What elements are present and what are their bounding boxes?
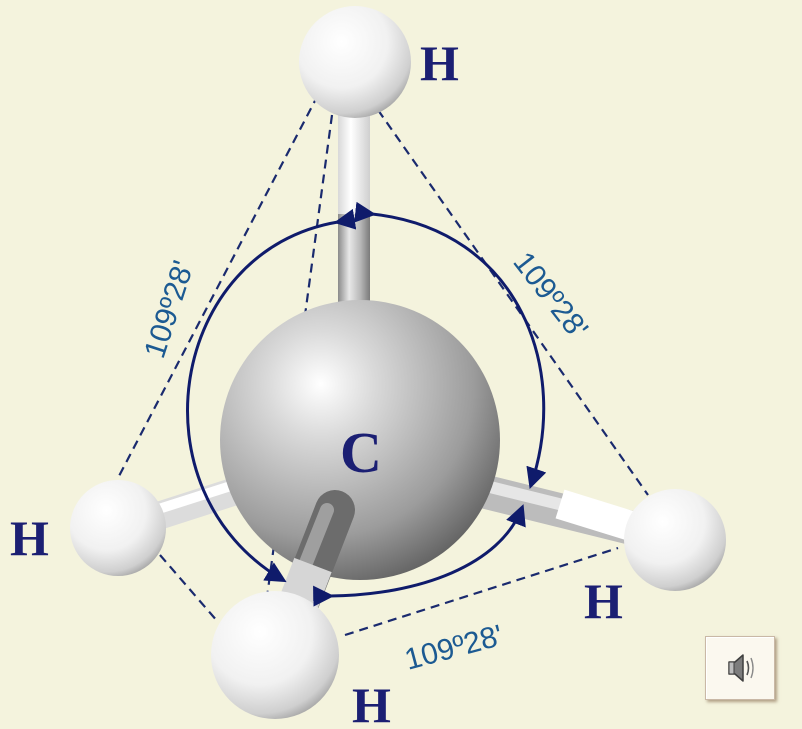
carbon-label: C xyxy=(340,420,382,485)
bond-top xyxy=(338,112,370,326)
speaker-icon xyxy=(728,654,754,682)
edge-top-right xyxy=(377,109,649,496)
hydrogen-label-bottom: H xyxy=(352,677,391,729)
angle-arc-left xyxy=(186,208,357,583)
angle-arc-bottom xyxy=(313,504,526,607)
hydrogen-label-right: H xyxy=(584,573,623,629)
angle-label-left: 109º28' xyxy=(138,257,200,362)
hydrogen-atom-left xyxy=(70,480,166,576)
hydrogen-label-top: H xyxy=(420,35,459,91)
edge-left-bottom xyxy=(159,554,219,623)
hydrogen-atom-right xyxy=(624,489,726,591)
hydrogen-label-left: H xyxy=(10,510,49,566)
edge-top-left xyxy=(117,94,319,479)
hydrogen-atom-bottom xyxy=(211,591,339,719)
angle-label-bottom: 109º28' xyxy=(401,619,506,677)
edge-top-bottom xyxy=(263,114,334,613)
angle-arcs xyxy=(186,201,547,607)
angle-label-right: 109º28' xyxy=(506,246,594,345)
angle-arc-right xyxy=(354,201,547,489)
sound-button[interactable] xyxy=(705,636,775,700)
hydrogen-atom-top xyxy=(299,6,411,118)
